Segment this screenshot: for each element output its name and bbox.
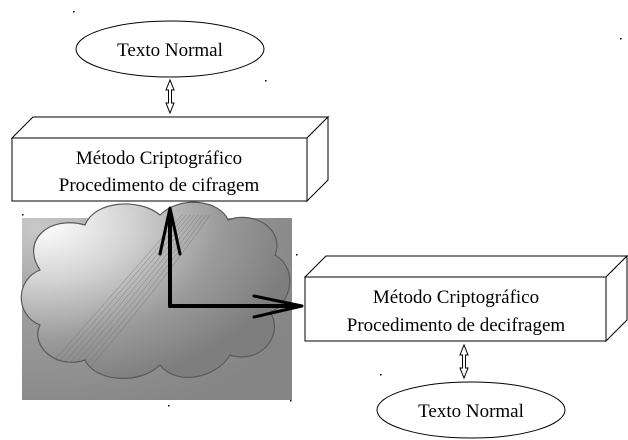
bottom-text-node: Texto Normal <box>376 381 566 439</box>
double-arrow-icon <box>459 343 469 380</box>
encrypt-method-title: Método Criptográfico <box>76 148 242 169</box>
cloud-icon <box>20 201 292 400</box>
decrypt-method-title: Método Criptográfico <box>373 287 539 308</box>
top-text-label: Texto Normal <box>117 40 223 61</box>
decrypt-procedure-label: Procedimento de decifragem <box>347 315 566 336</box>
bottom-text-label: Texto Normal <box>418 401 524 422</box>
l-shaped-arrow-icon <box>158 206 304 319</box>
scatter-dots <box>22 11 622 407</box>
encrypt-procedure-label: Procedimento de cifragem <box>59 175 260 196</box>
top-text-node: Texto Normal <box>75 20 265 78</box>
encrypt-method-box: Método Criptográfico Procedimento de cif… <box>10 115 330 203</box>
decrypt-method-box: Método Criptográfico Procedimento de dec… <box>303 254 628 343</box>
double-arrow-icon <box>165 78 175 115</box>
